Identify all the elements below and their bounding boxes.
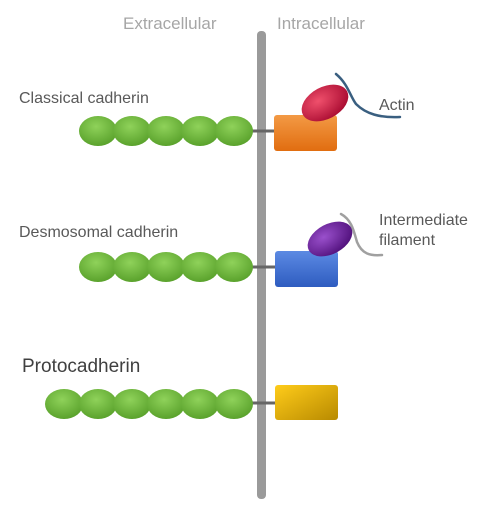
actin-filament (334, 72, 402, 119)
protocadherin-group (45, 385, 338, 420)
desmosomal-cadherin-group (79, 212, 384, 287)
intermediate-filament-label-line2: filament (379, 232, 436, 249)
classical-cadherin-group (79, 72, 402, 151)
actin-binding-protein (301, 84, 349, 122)
classical-ec-domain (113, 116, 151, 146)
intermediate-filament-label: Intermediate filament (379, 211, 468, 251)
desmosomal-cytoplasmic-domain (275, 251, 338, 287)
cell-membrane (257, 31, 266, 499)
extracellular-header: Extracellular (123, 14, 217, 33)
classical-ec-domain (215, 116, 253, 146)
protocadherin-ec-domain (113, 389, 151, 419)
desmosomal-cadherin-label: Desmosomal cadherin (19, 224, 179, 241)
classical-ec-domain (147, 116, 185, 146)
actin-label: Actin (379, 97, 415, 114)
desmosomal-ec-domain (215, 252, 253, 282)
classical-cytoplasmic-domain (274, 115, 337, 151)
protocadherin-ec-domain (215, 389, 253, 419)
protocadherin-ec-domain (147, 389, 185, 419)
classical-ec-domain (79, 116, 117, 146)
protocadherin-ec-domain (79, 389, 117, 419)
intermediate-filament-line (339, 212, 384, 257)
protocadherin-cytoplasmic-domain (275, 385, 338, 420)
protocadherin-ec-domain (181, 389, 219, 419)
desmosomal-ec-domain (147, 252, 185, 282)
protocadherin-label: Protocadherin (22, 356, 141, 377)
desmosomal-ec-domain (181, 252, 219, 282)
desmosomal-ec-domain (79, 252, 117, 282)
intermediate-filament-binding-protein (307, 221, 353, 257)
intermediate-filament-label-line1: Intermediate (379, 212, 468, 229)
classical-ec-domain (181, 116, 219, 146)
intracellular-header: Intracellular (277, 14, 365, 33)
desmosomal-ec-domain (113, 252, 151, 282)
classical-cadherin-label: Classical cadherin (19, 90, 149, 107)
protocadherin-ec-domain (45, 389, 83, 419)
